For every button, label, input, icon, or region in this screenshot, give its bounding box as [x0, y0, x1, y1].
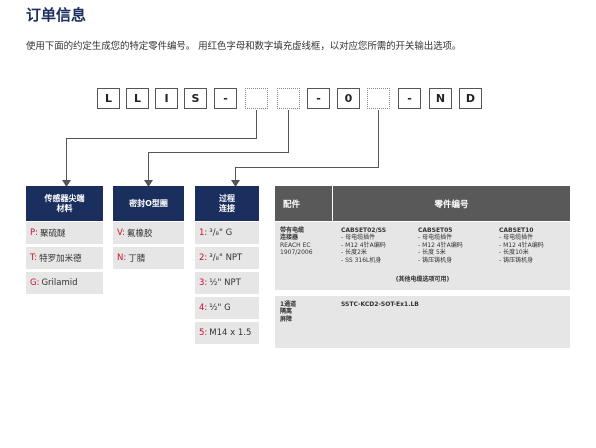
part-spec-line: - 长度 5米: [418, 249, 446, 257]
option-code: 3:: [199, 278, 208, 288]
code-box-dash-1: -: [214, 88, 237, 109]
page-title: 订单信息: [26, 6, 87, 24]
cable-part-3: CABSET10 - 母电缆插件 - M12 4针A编码 - 长度10米 - 铸…: [499, 227, 569, 264]
tip-option: G: Grilamid: [26, 272, 103, 294]
part-spec-line: - M12 4针A编码: [499, 241, 544, 249]
option-label: ½" NPT: [209, 278, 241, 288]
part-number: CABSET02/SS: [341, 227, 387, 234]
option-label: 丁腈: [128, 254, 146, 264]
part-spec-line: - 铸压铸机身: [499, 256, 534, 264]
option-label: ³/₈" G: [209, 228, 233, 238]
part-spec-line: - 母电缆插件: [499, 234, 534, 242]
option-code: V:: [117, 228, 125, 238]
option-label: M14 x 1.5: [209, 328, 252, 338]
part-spec-line: - 母电缆插件: [341, 234, 376, 242]
cable-options-note: (其他电缆选项可用): [395, 276, 450, 283]
option-label: Grilamid: [41, 278, 78, 288]
cable-name-line: 带有电缆: [280, 227, 305, 234]
cable-row: [275, 222, 570, 290]
part-number-header-text: 零件编号: [434, 199, 469, 210]
part-spec-line: - M12 4针A编码: [418, 241, 463, 249]
seal-option: N: 丁腈: [113, 247, 184, 269]
option-label: ½" G: [209, 303, 231, 313]
option-code: G:: [30, 278, 40, 288]
code-box-3: I: [155, 88, 178, 109]
code-box-seal: [277, 88, 300, 109]
part-spec-line: - 长度2米: [341, 249, 367, 257]
accessory-header: 配件: [275, 186, 332, 221]
connection-option: 4: ½" G: [195, 297, 259, 319]
option-code: 5:: [199, 328, 208, 338]
option-code: P:: [30, 228, 38, 238]
barrier-name-line: 隔离: [280, 308, 293, 316]
barrier-part-number: SSTC-KCD2-SOT-Ex1.LB: [341, 301, 419, 308]
connection-option: 2: ³/₈" NPT: [195, 247, 259, 269]
barrier-row: [275, 296, 570, 348]
part-number: CABSET10: [499, 227, 534, 234]
code-box-dash-2: -: [307, 88, 330, 109]
code-box-dash-3: -: [398, 88, 421, 109]
option-label: 氟橡胶: [127, 229, 153, 239]
connection-option: 3: ½" NPT: [195, 272, 259, 294]
intro-text: 使用下面的约定生成您的特定零件编号。 用红色字母和数字填充虚线框，以对应您所需的…: [26, 41, 462, 52]
tip-header-line2: 材料: [56, 203, 73, 213]
option-code: 1:: [199, 228, 208, 238]
conn-header-line1: 过程: [219, 193, 235, 203]
option-label: 聚硫醚: [40, 229, 66, 239]
cable-part-2: CABSET05 - 母电缆插件 - M12 4针A编码 - 长度 5米 - 铸…: [418, 227, 490, 264]
cable-part-1: CABSET02/SS - 母电缆插件 - M12 4针A编码 - 长度2米 -…: [341, 227, 413, 264]
barrier-name-line: 屏障: [280, 315, 293, 323]
option-code: N:: [117, 253, 127, 263]
part-number-header: 零件编号: [333, 186, 570, 221]
seal-header: 密封O型圈: [113, 186, 184, 221]
code-box-1: L: [97, 88, 120, 109]
code-box-connection: [367, 88, 390, 109]
seal-header-text: 密封O型圈: [129, 198, 168, 208]
conn-header-line2: 连接: [219, 203, 235, 213]
cable-row-name: 带有电缆 连接器 REACH EC 1907/2006: [280, 227, 332, 257]
part-spec-line: - 铸压铸机身: [418, 256, 453, 264]
part-spec-line: - 长度10米: [499, 249, 529, 257]
connection-header: 过程 连接: [195, 186, 259, 221]
connection-option: 5: M14 x 1.5: [195, 322, 259, 344]
option-code: 4:: [199, 303, 208, 313]
code-box-n: N: [429, 88, 452, 109]
part-spec-line: - 母电缆插件: [418, 234, 453, 242]
part-spec-line: - SS 316L机身: [341, 256, 382, 264]
connection-option: 1: ³/₈" G: [195, 222, 259, 244]
barrier-name-line: 1通道: [280, 301, 297, 308]
code-box-zero: 0: [337, 88, 360, 109]
tip-header-line1: 传感器尖端: [44, 193, 85, 203]
option-code: T:: [30, 253, 38, 263]
tip-material-header: 传感器尖端 材料: [26, 186, 103, 221]
cable-name-line: 连接器: [280, 234, 299, 242]
code-box-d: D: [459, 88, 482, 109]
tip-option: P: 聚硫醚: [26, 222, 103, 244]
seal-option: V: 氟橡胶: [113, 222, 184, 244]
option-code: 2:: [199, 253, 208, 263]
code-box-4: S: [184, 88, 207, 109]
code-box-tip-material: [245, 88, 268, 109]
tip-option: T: 特罗加米德: [26, 247, 103, 269]
option-label: 特罗加米德: [39, 254, 82, 264]
part-number: CABSET05: [418, 227, 453, 234]
part-spec-line: - M12 4针A编码: [341, 241, 386, 249]
option-label: ³/₈" NPT: [209, 253, 243, 263]
barrier-row-name: 1通道 隔离 屏障: [280, 301, 332, 323]
code-box-2: L: [126, 88, 149, 109]
accessory-header-text: 配件: [283, 199, 301, 210]
cable-name-line: REACH EC: [280, 241, 311, 249]
cable-name-line: 1907/2006: [280, 249, 313, 257]
